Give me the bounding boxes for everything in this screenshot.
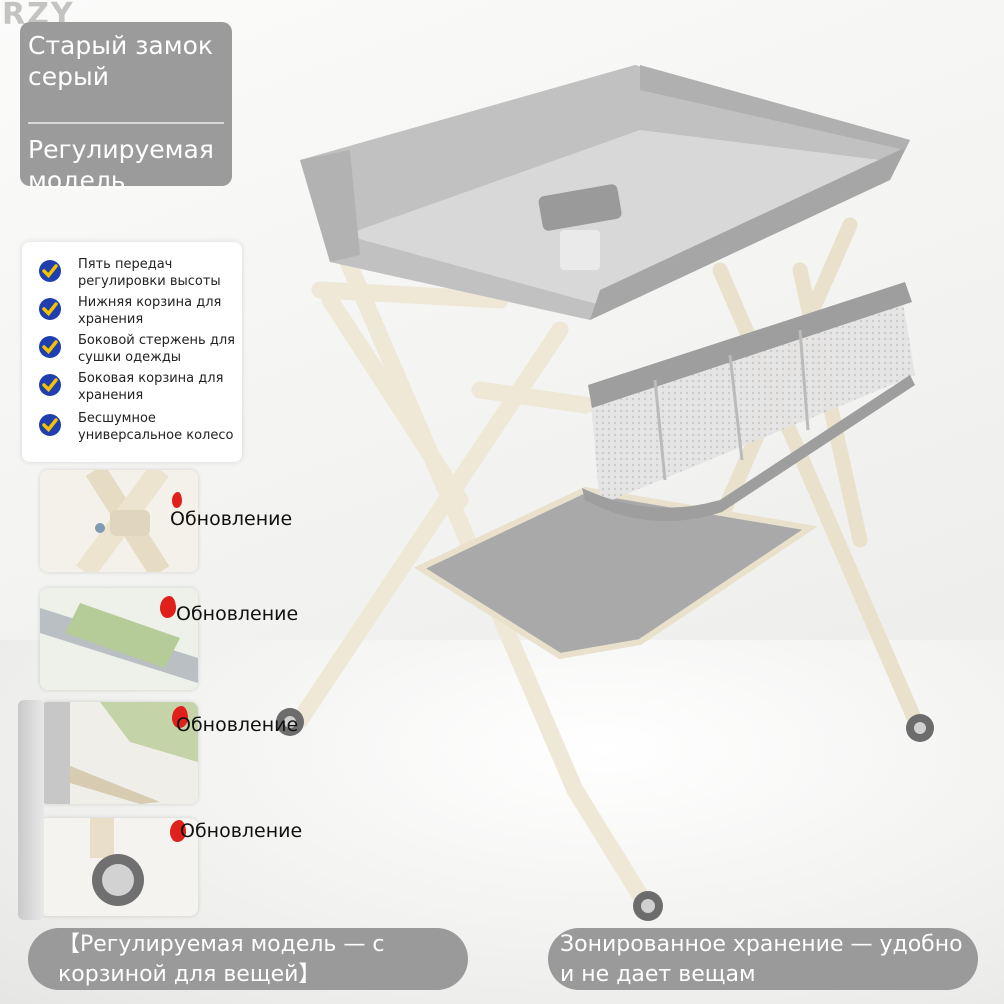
update-marker-icon: [160, 596, 176, 618]
detail-thumbnail-hinge: [40, 470, 198, 572]
footer-pill-right: Зонированное хранение — удобно и не дает…: [548, 928, 978, 990]
side-strip: [18, 700, 44, 920]
feature-label: Пять передач регулировки высоты: [78, 257, 221, 289]
check-circle-icon: [39, 298, 61, 320]
feature-label: Бесшумное универсальное колесо: [78, 411, 234, 443]
update-marker-icon: [170, 820, 186, 842]
check-circle-icon: [39, 336, 61, 358]
detail-thumbnail-rod: [40, 588, 198, 690]
update-marker-icon: [172, 492, 182, 508]
update-label: Обновление: [176, 603, 299, 625]
feature-label: Нижняя корзина для хранения: [78, 295, 222, 327]
update-label: Обновление: [176, 714, 299, 736]
wheels: [276, 708, 934, 921]
footer-pill-left: 【Регулируемая модель — с корзиной для ве…: [28, 928, 468, 990]
hinge-detail-image: [40, 470, 198, 572]
footer-right-text: Зонированное хранение — удобно и не дает…: [560, 932, 963, 987]
check-circle-icon: [39, 414, 61, 436]
product-model-title: Регулируемая модель: [28, 135, 214, 195]
check-circle-icon: [39, 374, 61, 396]
update-label: Обновление: [170, 508, 293, 530]
drying-rod-detail-image: [40, 588, 198, 690]
update-label: Обновление: [180, 820, 303, 842]
update-marker-icon: [172, 706, 188, 728]
bottom-shelf: [413, 486, 818, 660]
title-divider: [28, 122, 224, 124]
feature-label: Боковой стержень для сушки одежды: [78, 333, 235, 365]
product-title-box: Старый замок серый Регулируемая модель: [20, 22, 232, 195]
feature-list: Пять передач регулировки высоты Нижняя к…: [22, 242, 242, 462]
changing-tray: [300, 65, 910, 320]
feature-label: Боковая корзина для хранения: [78, 371, 224, 403]
product-color-title: Старый замок серый: [28, 31, 214, 91]
side-basket: [582, 282, 915, 522]
detail-thumbnail-wheel: [40, 818, 198, 916]
check-circle-icon: [39, 260, 61, 282]
footer-left-text: 【Регулируемая модель — с корзиной для ве…: [58, 932, 385, 987]
detail-thumbnail-basket: [40, 702, 198, 804]
front-frame: [291, 246, 649, 904]
